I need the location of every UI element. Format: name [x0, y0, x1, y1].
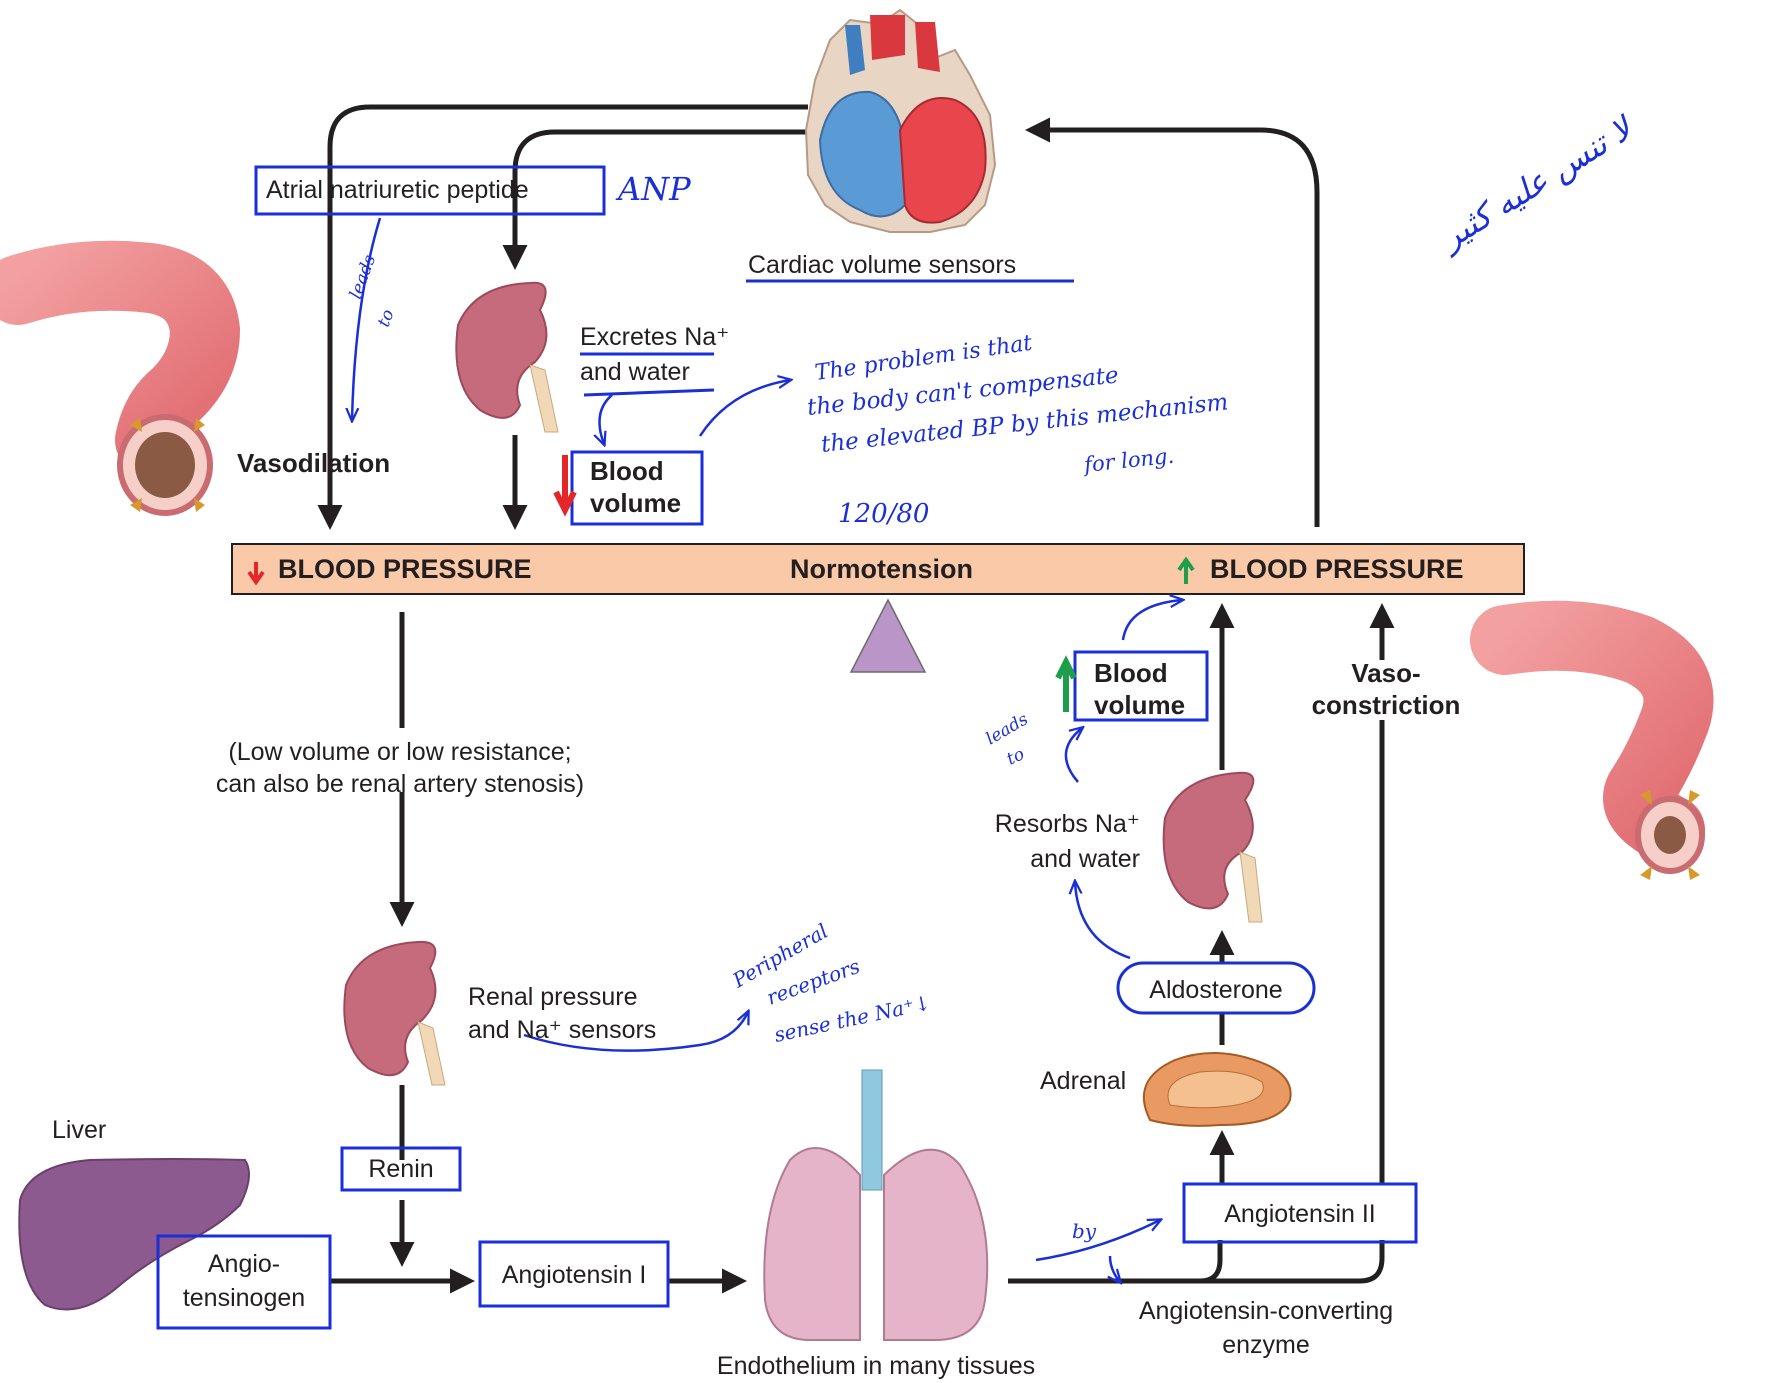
angiotensin-2-label: Angiotensin II [1224, 1200, 1376, 1228]
normotension-label: Normotension [790, 554, 973, 584]
angiotensin-1-label: Angiotensin I [502, 1261, 647, 1289]
renin-label: Renin [368, 1155, 433, 1183]
lungs-illustration [763, 1069, 989, 1341]
down-red-arrow-blood-volume [553, 455, 577, 517]
handwritten-anp: ANP [615, 170, 691, 208]
aldosterone-box-outline [1116, 961, 1316, 1015]
excretes-line2: and water [580, 358, 690, 386]
bp-high-label: BLOOD PRESSURE [1210, 554, 1464, 584]
vasoconstriction-line1: Vaso- [1351, 658, 1420, 688]
low-volume-line1: (Low volume or low resistance; [228, 738, 571, 766]
adrenal-illustration [1142, 1052, 1292, 1127]
blood-volume-up-line2: volume [1094, 690, 1185, 720]
endothelium-label: Endothelium in many tissues [717, 1352, 1035, 1380]
resorbs-line2: and water [1030, 845, 1140, 873]
heart-illustration [804, 8, 997, 233]
blood-volume-up-box-outline [1073, 650, 1209, 722]
angiotensin-2-box-outline [1182, 1182, 1418, 1244]
up-green-arrow-blood-volume [1055, 655, 1077, 712]
kidney-icon-renal [343, 940, 446, 1086]
balance-triangle [849, 598, 927, 673]
bp-up-icon [1177, 556, 1195, 584]
angiotensinogen-line2: tensinogen [183, 1284, 305, 1312]
blood-volume-up-line1: Blood [1094, 658, 1168, 688]
aldosterone-label: Aldosterone [1149, 976, 1282, 1004]
annotation-boxes [156, 165, 1418, 1330]
ace-line2: enzyme [1222, 1331, 1310, 1359]
vasoconstriction-line2: constriction [1312, 690, 1461, 720]
handwritten-leads-1: leads [346, 252, 380, 302]
blood-volume-down-line2: volume [590, 488, 681, 518]
kidney-icon-right [1162, 771, 1263, 923]
cardiac-sensors-label: Cardiac volume sensors [748, 251, 1016, 279]
handwritten-by: by [1072, 1219, 1097, 1243]
renal-sensors-line2: and Na⁺ sensors [468, 1016, 656, 1044]
handwritten-problem-4: for long. [1081, 444, 1175, 477]
connector-lines [317, 104, 1395, 1294]
bp-low-label: BLOOD PRESSURE [278, 554, 532, 584]
kidney-icon-top [455, 281, 559, 433]
dilated-vessel-illustration [0, 240, 241, 516]
vasodilation-label: Vasodilation [237, 448, 390, 478]
angiotensinogen-box-outline [156, 1234, 332, 1330]
adrenal-label: Adrenal [1040, 1067, 1126, 1095]
anp-label: Atrial natriuretic peptide [266, 176, 529, 204]
handwritten-leads-2: to [374, 307, 399, 330]
renin-box-outline [340, 1146, 462, 1192]
liver-illustration [18, 1158, 250, 1311]
constricted-vessel-illustration [1470, 600, 1714, 880]
handwritten-bp-value: 120/80 [838, 499, 929, 529]
low-volume-line2: can also be renal artery stenosis) [216, 770, 584, 798]
handwritten-underlines [580, 279, 1074, 397]
handwritten-leads-b-1: leads [983, 709, 1032, 749]
angiotensin-1-box-outline [478, 1240, 670, 1308]
handwritten-arrows [352, 217, 1182, 1282]
handwritten-arabic-note: لا تنس عليه كثير [1431, 108, 1642, 259]
blood-volume-down-box-outline [570, 450, 704, 526]
bp-down-icon [247, 562, 265, 586]
handwritten-leads-b-2: to [1004, 744, 1028, 769]
blood-volume-down-line1: Blood [590, 456, 664, 486]
anp-box-outline [254, 165, 606, 216]
liver-label: Liver [52, 1116, 106, 1144]
angiotensinogen-line1: Angio- [208, 1250, 280, 1278]
blood-pressure-bar [231, 543, 1525, 595]
ace-line1: Angiotensin-converting [1139, 1297, 1393, 1325]
excretes-line1: Excretes Na⁺ [580, 323, 729, 351]
resorbs-line1: Resorbs Na⁺ [995, 810, 1140, 838]
renal-sensors-line1: Renal pressure [468, 983, 638, 1011]
